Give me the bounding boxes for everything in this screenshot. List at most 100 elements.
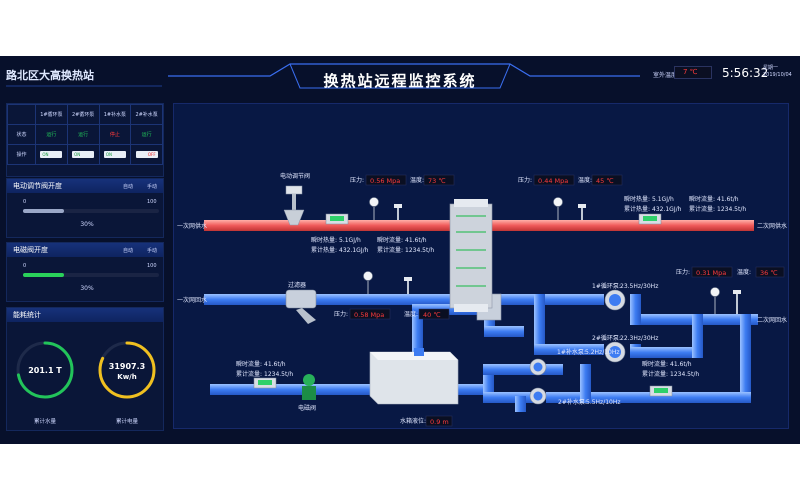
mode-auto-button[interactable]: 自动 [123,248,134,254]
flow-inst-label: 瞬时流量: [689,195,715,203]
pump-impeller-icon [609,346,621,358]
pump-status-panel: 1#循环泵 2#循环泵 1#补水泵 2#补水泵 状态 运行 运行 停止 运行 操… [6,103,164,177]
solenoid-valve-body[interactable] [302,386,316,400]
outdoor-temp-value: 7 ℃ [674,66,712,79]
makeup-pump2-down [515,396,526,412]
pressure-label: 压力: [334,310,348,318]
outdoor-temp-label: 室外温度: [653,72,680,79]
pressure-gauge-icon [553,197,563,207]
primary-return-pipe [204,294,450,305]
solenoid-valve-label: 电磁阀 [298,404,316,412]
pump-impeller-icon [533,391,543,401]
station-name: 路北区大高换热站 [6,69,94,82]
solenoid-valve[interactable] [303,374,315,386]
pump2-inlet [534,344,604,355]
panel-title: 能耗统计 [7,308,163,322]
primary-return-pressure: 0.58 Mpa [354,311,384,319]
makeup-pump-2-name: 2#补水泵: [558,398,587,406]
thermometer-head [394,204,402,208]
electric-valve-panel: 电动调节阀开度 自动 手动 0 100 30% [6,178,164,238]
temperature-label: 温度: [737,268,751,276]
exchanger-bottom-bar [454,304,488,312]
water-total-label: 累计水量 [34,417,57,425]
thermometer-icon [397,206,399,220]
inlet-flow-cum: 1234.5t/h [264,371,293,378]
filter-label: 过滤器 [288,281,306,289]
exchanger-top-bar [454,199,488,207]
mode-auto-button[interactable]: 自动 [123,184,134,190]
makeup-pump-2-freq: 5.5Hz/10Hz [586,399,621,406]
tank-feed-top [412,304,492,315]
secondary-flow-inst: 41.6t/h [717,196,739,203]
filter-drain [296,308,316,324]
temperature-label: 温度: [410,176,424,184]
water-total-value: 201.1 T [28,366,62,375]
mode-manual-button[interactable]: 手动 [147,184,158,190]
clock: 5:56:32 [722,66,769,80]
control-valve-actuator[interactable] [285,185,303,195]
secondary-return-pressure: 0.31 Mpa [696,269,726,277]
meter-display [258,380,272,385]
weekday: 星期一 [763,65,779,71]
energy-panel: 能耗统计 201.1 T 31907.3 Kw/h 累计水量 累计电量 [6,307,164,431]
tank-feed-pipe [412,304,423,370]
heat-cum-label: 累计热量: [311,246,337,254]
control-valve-body[interactable] [283,209,305,226]
makeup-flow-inst: 41.6t/h [670,361,692,368]
title-bar: 路北区大高换热站 换热站远程监控系统 室外温度: 7 ℃ 5:56:32 星期一… [0,56,800,98]
scada-screen: 路北区大高换热站 换热站远程监控系统 室外温度: 7 ℃ 5:56:32 星期一… [0,56,800,444]
status-cell: 运行 [130,124,163,145]
bar-max: 100 [147,263,157,269]
makeup-to-riser [686,392,751,403]
op-cell: OFF [130,144,163,165]
circ-pump-2-freq: 22.3Hz/30Hz [620,335,658,342]
solenoid-opening-slider[interactable] [23,273,159,277]
flow-cum-label: 累计流量: [377,246,403,254]
thermometer-head [578,204,586,208]
solenoid-valve-panel: 电磁阀开度 自动 手动 0 100 30% [6,242,164,302]
temperature-label: 温度: [578,176,592,184]
pressure-label: 压力: [518,176,532,184]
col-header: 2#循环泵 [66,104,100,125]
makeup-pump-1-freq: 5.2Hz/10Hz [585,349,620,356]
power-total-value: 31907.3 [109,362,145,371]
secondary-return-label: 二次网回水 [757,316,787,324]
row-header: 状态 [7,124,36,145]
date: 2019/10/04 [763,72,792,78]
pump1-outlet [630,294,641,325]
flow-inst-label: 瞬时流量: [642,360,668,368]
thermometer-icon [736,292,738,314]
pump-toggle[interactable]: ON [40,151,63,158]
flow-inst-label: 瞬时流量: [236,360,262,368]
pump-toggle[interactable]: ON [103,151,126,158]
power-gauge-arc [98,341,156,399]
pump-toggle[interactable]: ON [72,151,95,158]
bar-min: 0 [23,263,27,269]
op-cell: ON [98,144,132,165]
row-header: 操作 [7,144,36,165]
inlet-flow-inst: 41.6t/h [264,361,286,368]
primary-supply-temp: 73 ℃ [428,177,446,185]
pump-toggle[interactable]: OFF [135,151,158,158]
valve-opening-slider[interactable] [23,209,159,213]
panel-title: 电动调节阀开度 [7,179,163,193]
meter-display [643,216,657,221]
table-corner [7,104,36,125]
pressure-label: 压力: [676,268,690,276]
page-title: 换热站远程监控系统 [323,72,477,90]
valve-opening-fill [23,209,64,213]
flow-cum-label: 累计流量: [236,370,262,378]
mode-manual-button[interactable]: 手动 [147,248,158,254]
pressure-gauge-icon [363,271,373,281]
col-header: 1#循环泵 [35,104,68,125]
panel-title: 电磁阀开度 [7,243,163,257]
plate-heat-exchanger [449,203,493,309]
thermometer-icon [581,206,583,220]
heat-cum-label: 累计热量: [624,205,650,213]
meter-display [654,388,668,393]
status-cell: 停止 [98,124,132,145]
pump-impeller-icon [609,294,621,306]
circ-pump-1-freq: 23.5Hz/30Hz [620,283,658,290]
status-cell: 运行 [66,124,100,145]
process-diagram-svg: 一次网供水 一次网回水 二次网供水 二次网回水 电动调节阀 过滤器 电磁阀 压力… [177,172,787,427]
